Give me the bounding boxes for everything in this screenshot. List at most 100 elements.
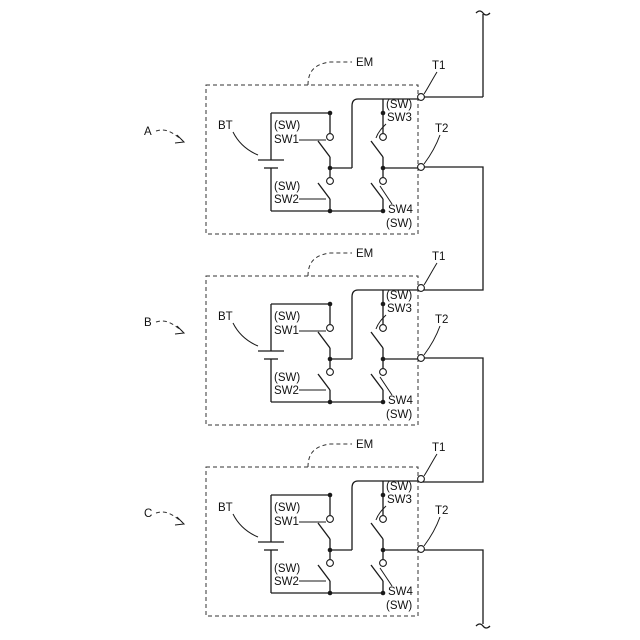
sw1-upper-contact — [327, 134, 334, 141]
sw3-upper-contact — [380, 325, 387, 332]
sw4-bottom-junction — [381, 591, 386, 596]
crossover-hop — [352, 99, 383, 106]
em-label: EM — [356, 248, 373, 260]
t1-leader — [424, 72, 437, 94]
module-pointer — [156, 321, 182, 331]
sw2-ref-label: (SW) — [274, 372, 300, 384]
sw4-upper-contact — [380, 560, 387, 567]
sw2-label: SW2 — [274, 385, 299, 397]
a-to-b-link — [421, 167, 483, 290]
sw1-blade — [318, 332, 330, 348]
sw3-blade — [371, 141, 383, 157]
module-label: C — [144, 508, 152, 520]
sw4-leader — [380, 568, 392, 586]
sw3-ref-label: (SW) — [386, 99, 412, 111]
sw2-ref-label: (SW) — [274, 563, 300, 575]
bt-leader — [233, 323, 258, 346]
em-leader — [308, 444, 352, 467]
t2-leader — [424, 135, 440, 164]
sw2-upper-contact — [327, 178, 334, 185]
module-pointer — [156, 130, 182, 140]
sw2-blade — [318, 565, 330, 581]
em-label: EM — [356, 57, 373, 69]
bottom-lead — [421, 550, 483, 624]
t2-label: T2 — [435, 123, 448, 135]
sw4-upper-contact — [380, 178, 387, 185]
sw4-label: SW4 — [388, 586, 414, 598]
bt-label: BT — [218, 120, 233, 132]
bt-leader — [233, 514, 258, 537]
sw1-label: SW1 — [274, 516, 299, 528]
bt-label: BT — [218, 311, 233, 323]
t1-terminal — [418, 94, 425, 101]
sw1-ref-label: (SW) — [274, 120, 300, 132]
sw1-ref-label: (SW) — [274, 311, 300, 323]
t1-leader — [424, 454, 437, 476]
em-leader — [308, 62, 352, 85]
modules-layer: AEMT1T2BT(SW)SW1(SW)SW2(SW)SW3SW4(SW)BEM… — [144, 57, 448, 616]
t2-leader — [424, 326, 440, 355]
module-pointer — [156, 512, 182, 522]
sw2-label: SW2 — [274, 194, 299, 206]
sw4-bottom-junction — [381, 400, 386, 405]
sw4-bottom-junction — [381, 209, 386, 214]
sw3-blade — [371, 332, 383, 348]
sw3-ref-label: (SW) — [386, 290, 412, 302]
sw2-upper-contact — [327, 560, 334, 567]
sw4-blade — [371, 565, 383, 581]
sw2-label: SW2 — [274, 576, 299, 588]
sw4-label: SW4 — [388, 395, 414, 407]
sw2-upper-contact — [327, 369, 334, 376]
t2-label: T2 — [435, 314, 448, 326]
sw1-label: SW1 — [274, 325, 299, 337]
sw3-label: SW3 — [387, 494, 412, 506]
t1-terminal — [418, 476, 425, 483]
bt-label: BT — [218, 502, 233, 514]
t2-terminal — [418, 355, 425, 362]
crossover-hop — [352, 481, 383, 488]
module-a: AEMT1T2BT(SW)SW1(SW)SW2(SW)SW3SW4(SW) — [144, 57, 448, 234]
sw1-upper-contact — [327, 325, 334, 332]
bottom-break-mark — [476, 624, 490, 628]
em-label: EM — [356, 439, 373, 451]
bt-leader — [233, 132, 258, 155]
t2-leader — [424, 517, 440, 546]
sw1-label: SW1 — [274, 134, 299, 146]
t1-label: T1 — [432, 442, 445, 454]
sw4-ref-label: (SW) — [386, 600, 412, 612]
t1-leader — [424, 263, 437, 285]
t2-terminal — [418, 164, 425, 171]
crossover-hop — [352, 290, 383, 297]
t1-label: T1 — [432, 60, 445, 72]
sw1-blade — [318, 523, 330, 539]
sw4-leader — [380, 186, 392, 204]
sw2-blade — [318, 183, 330, 199]
em-leader — [308, 253, 352, 276]
t1-label: T1 — [432, 251, 445, 263]
sw3-label: SW3 — [387, 303, 412, 315]
sw1-blade — [318, 141, 330, 157]
sw3-upper-contact — [380, 516, 387, 523]
sw4-upper-contact — [380, 369, 387, 376]
sw1-ref-label: (SW) — [274, 502, 300, 514]
b-to-c-link — [421, 358, 483, 482]
module-label: B — [144, 317, 152, 329]
sw4-leader — [380, 377, 392, 395]
module-label: A — [144, 126, 152, 138]
module-c: CEMT1T2BT(SW)SW1(SW)SW2(SW)SW3SW4(SW) — [144, 439, 448, 616]
sw3-label: SW3 — [387, 112, 412, 124]
t2-terminal — [418, 546, 425, 553]
sw2-blade — [318, 374, 330, 390]
sw4-ref-label: (SW) — [386, 409, 412, 421]
sw4-ref-label: (SW) — [386, 218, 412, 230]
module-b: BEMT1T2BT(SW)SW1(SW)SW2(SW)SW3SW4(SW) — [144, 248, 448, 425]
sw3-blade — [371, 523, 383, 539]
sw4-label: SW4 — [388, 204, 414, 216]
sw4-blade — [371, 183, 383, 199]
sw3-upper-contact — [380, 134, 387, 141]
sw1-upper-contact — [327, 516, 334, 523]
sw3-ref-label: (SW) — [386, 481, 412, 493]
sw4-blade — [371, 374, 383, 390]
